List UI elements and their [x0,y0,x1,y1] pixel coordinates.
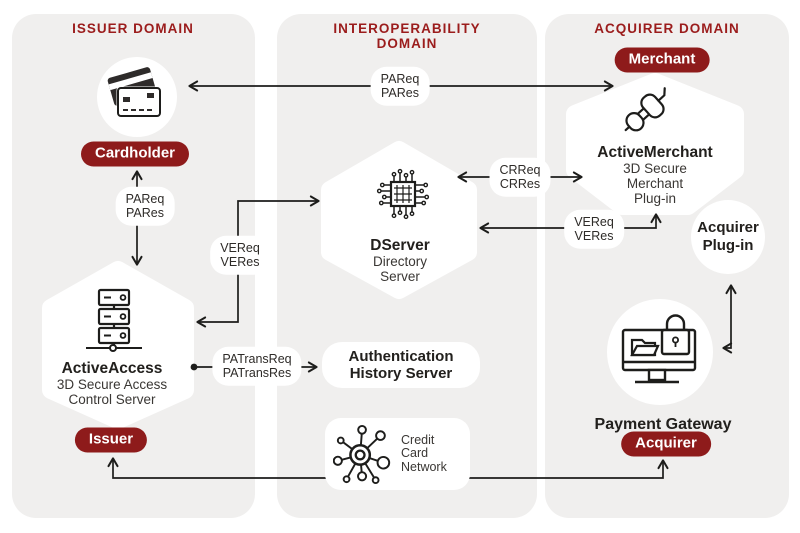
interoperability-title-line2: DOMAIN [376,36,438,51]
interoperability-title-line1: INTEROPERABILITY [333,21,481,36]
crreq-line1: CRReq [499,162,541,177]
credit-cards-icon [107,67,162,118]
patrans-line1: PATransReq [222,351,292,366]
auth-history-line1: Authentication [348,348,454,365]
crreq-line2: CRRes [499,177,541,191]
network-hub-icon [333,424,391,485]
pareq-top-line2: PARes [381,86,419,100]
dserver-blob [321,141,477,299]
active-access-label: ActiveAccess 3D Secure Access Control Se… [57,360,167,407]
acquirer-badge: Acquirer [621,431,711,457]
ccn-line1: Credit [401,432,435,447]
acquirer-plugin-line1: Acquirer [697,219,759,236]
active-merchant-desc2: Merchant [626,176,684,192]
active-merchant-name: ActiveMerchant [597,144,713,161]
pareq-issuer-line2: PARes [126,206,164,220]
acquirer-domain-title: ACQUIRER DOMAIN [594,21,740,36]
payment-gateway-label: Payment Gateway [594,416,732,433]
label-vereq-veres-acquirer: VEReq VERes [564,209,624,249]
label-vereq-veres-issuer: VEReq VERes [210,235,270,275]
arrow-gateway-acquirerplugin [722,284,737,354]
arrow-activemerchant-dserver-ve [479,213,662,234]
label-patransreq-patransres: PATransReq PATransRes [212,346,302,386]
active-merchant-desc3: Plug-in [633,191,677,207]
monitor-lock-folder-icon [621,314,697,384]
credit-card-network-node: Credit Card Network [325,418,470,490]
arrow-network-acquirer [468,459,669,479]
vereq-issuer-line2: VERes [220,255,260,269]
dserver-desc2: Server [380,269,420,285]
vereq-acquirer-line1: VEReq [574,214,614,229]
patrans-origin-dot [190,363,198,371]
active-merchant-desc1: 3D Secure [623,161,687,176]
cardholder-badge: Cardholder [80,141,190,167]
pareq-issuer-line1: PAReq [125,191,165,206]
ccn-line3: Network [401,459,447,474]
vereq-issuer-line1: VEReq [220,240,260,255]
active-access-desc1: 3D Secure Access [56,377,168,392]
issuer-badge: Issuer [74,427,148,453]
interoperability-domain-title: INTEROPERABILITY DOMAIN [333,21,480,51]
label-pareq-pares-issuer: PAReq PARes [115,186,175,226]
active-access-blob [42,261,194,429]
active-access-desc2: Control Server [68,392,156,408]
pareq-top-line1: PAReq [380,71,420,86]
issuer-domain-title: ISSUER DOMAIN [72,21,194,36]
acquirer-plugin-label: Acquirer Plug-in [697,219,759,254]
plug-connector-icon [624,87,666,132]
active-merchant-label: ActiveMerchant 3D Secure Merchant Plug-i… [597,144,712,207]
merchant-badge: Merchant [614,47,710,73]
active-access-name: ActiveAccess [61,360,163,377]
authentication-history-server-node: Authentication History Server [322,342,480,388]
acquirer-plugin-line2: Plug-in [702,236,754,254]
label-crreq-crres: CRReq CRRes [489,157,551,197]
vereq-acquirer-line2: VERes [574,229,614,243]
dserver-label: DServer Directory Server [370,237,429,284]
server-stack-icon [86,288,142,352]
credit-card-network-label: Credit Card Network [401,432,447,475]
arrow-network-issuer [107,457,326,479]
label-pareq-pares-top: PAReq PARes [370,66,430,106]
acquirer-plugin-circle [691,200,765,274]
microchip-icon [376,168,430,220]
active-merchant-blob [566,73,744,215]
dserver-name: DServer [370,237,430,254]
ccn-line2: Card [401,446,429,461]
auth-history-line2: History Server [349,365,453,382]
patrans-line2: PATransRes [222,366,292,380]
dserver-desc1: Directory [372,254,427,269]
